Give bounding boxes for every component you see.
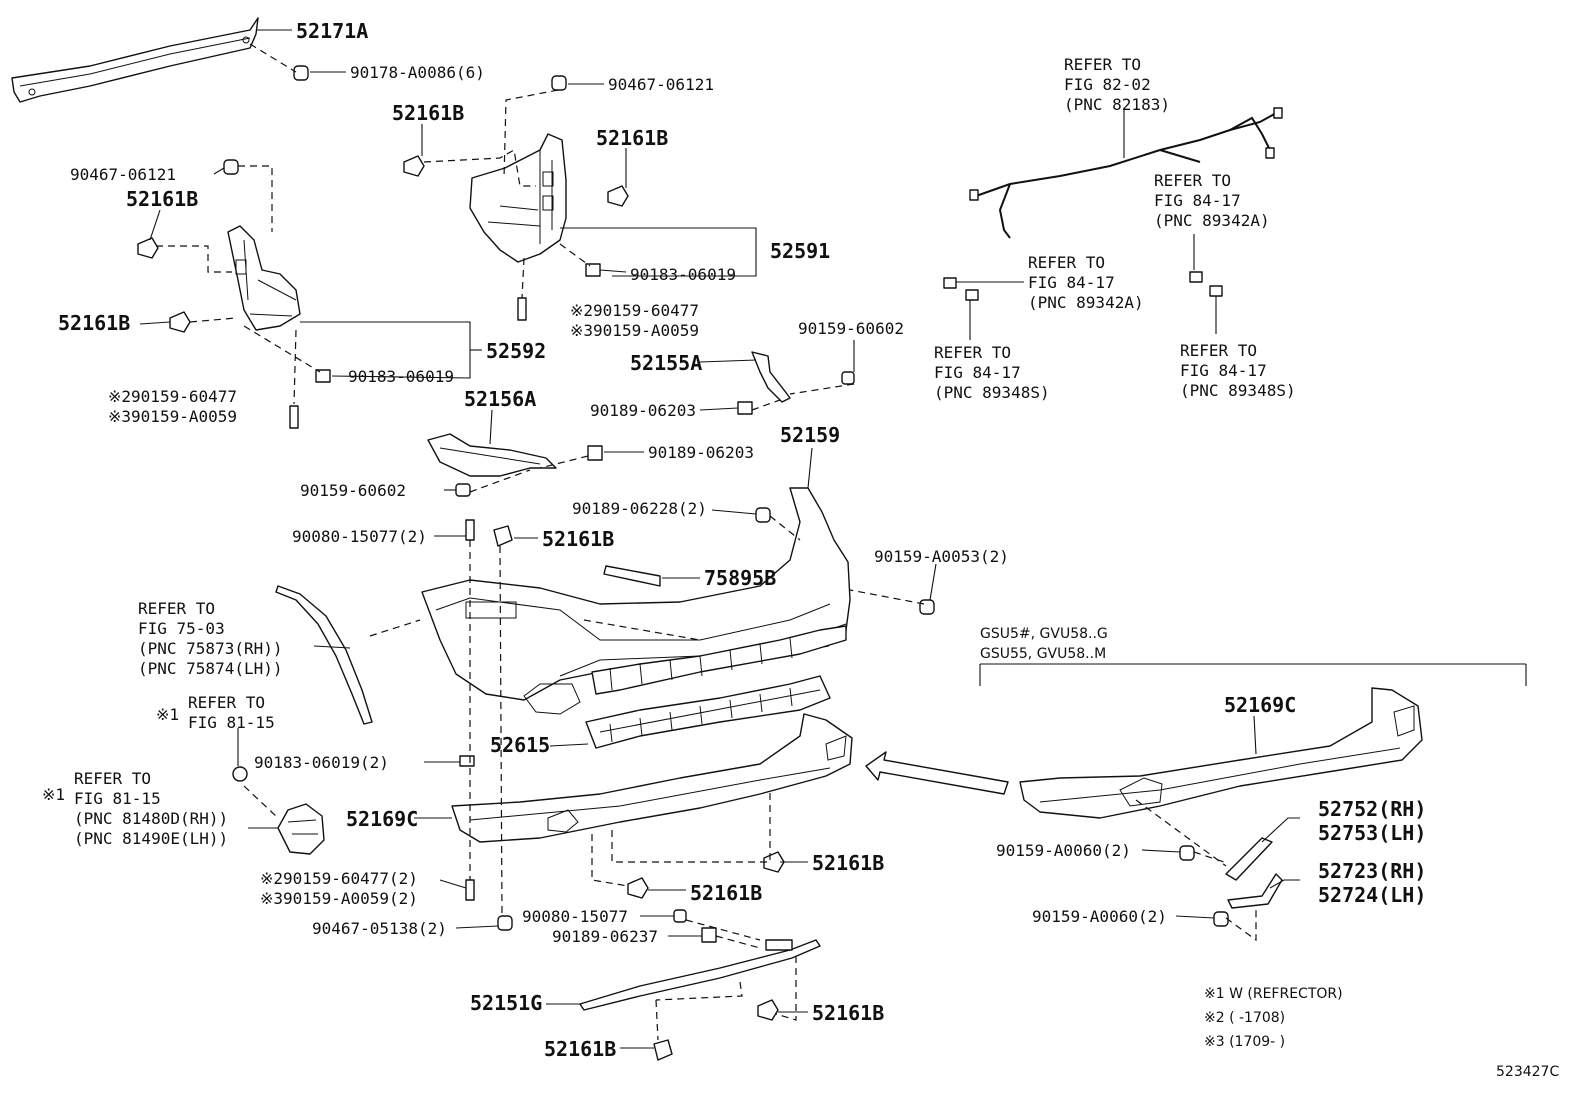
reflector-52723	[1227, 873, 1283, 909]
refer-84-17-89342a-left: REFER TO FIG 84-17 (PNC 89342A)	[1028, 253, 1144, 312]
bumper-moulding-52151g	[579, 939, 821, 1011]
callout-90159-60477-c: ※290159-60477(2)	[260, 869, 418, 888]
callout-52156a: 52156A	[464, 387, 536, 411]
wire-harness	[969, 107, 1283, 239]
callout-90159-60477-b: ※290159-60477	[108, 387, 237, 406]
callout-52161b-d: 52161B	[58, 311, 130, 335]
callout-52723: 52723(RH)	[1318, 859, 1426, 883]
energy-absorber-52615	[585, 625, 847, 749]
refer-75-03: REFER TO FIG 75-03 (PNC 75873(RH)) (PNC …	[138, 599, 292, 678]
callout-52724: 52724(LH)	[1318, 883, 1426, 907]
callout-52592: 52592	[486, 339, 546, 363]
callout-52169c-b: 52169C	[1224, 693, 1296, 717]
callout-52161b-h: 52161B	[812, 1001, 884, 1025]
callout-90178-a0086: 90178-A0086(6)	[350, 63, 485, 82]
callout-90159-60602-b: 90159-60602	[300, 481, 406, 500]
refer-81-15-lamp: REFER TO FIG 81-15 (PNC 81480D(RH)) (PNC…	[74, 769, 238, 848]
callout-90159-a0059-c: ※390159-A0059(2)	[260, 889, 418, 908]
callout-90467-05138: 90467-05138(2)	[312, 919, 447, 938]
direction-arrow	[865, 751, 1009, 795]
callout-75895b: 75895B	[704, 566, 776, 590]
legend-note-2: ※2 ( -1708)	[1204, 1010, 1285, 1026]
callout-52161b-e: 52161B	[542, 527, 614, 551]
legend-note-3: ※3 (1709- )	[1204, 1034, 1285, 1050]
callout-52151g: 52151G	[470, 991, 542, 1015]
callout-90080-15077-b: 90080-15077	[522, 907, 628, 926]
callout-52161b-g: 52161B	[690, 881, 762, 905]
parking-sensor-parts	[943, 271, 1223, 301]
callout-90159-60602-a: 90159-60602	[798, 319, 904, 338]
callout-52161b-c: 52161B	[126, 187, 198, 211]
bumper-tape-75895b	[603, 565, 661, 587]
bumper-side-retainer-52156a	[427, 433, 557, 477]
variant-label-1: GSU5#, GVU58..G	[980, 626, 1108, 642]
lower-bumper-cover-52169c-right	[1019, 687, 1423, 819]
callout-90183-06019-c: 90183-06019(2)	[254, 753, 389, 772]
callout-90159-a0059-b: ※390159-A0059	[108, 407, 237, 426]
refer-84-17-89348s-right: REFER TO FIG 84-17 (PNC 89348S)	[1180, 341, 1296, 400]
callout-90467-06121-left: 90467-06121	[70, 165, 176, 184]
callout-52615: 52615	[490, 733, 550, 757]
refer-81-15-top: REFER TO FIG 81-15	[188, 693, 275, 732]
mark-1-top: ※1	[156, 705, 179, 724]
callout-52161b-f: 52161B	[812, 851, 884, 875]
assembly-lines	[156, 43, 1257, 1041]
callout-52161b-a: 52161B	[392, 101, 464, 125]
bumper-bracket-52592	[227, 225, 301, 331]
callout-90189-06203-b: 90189-06203	[648, 443, 754, 462]
callout-52161b-b: 52161B	[596, 126, 668, 150]
callout-52159: 52159	[780, 423, 840, 447]
refer-82-02: REFER TO FIG 82-02 (PNC 82183)	[1064, 55, 1170, 114]
refer-84-17-89342a-right: REFER TO FIG 84-17 (PNC 89342A)	[1154, 171, 1270, 230]
callout-90189-06228: 90189-06228(2)	[572, 499, 707, 518]
callout-52169c-a: 52169C	[346, 807, 418, 831]
callout-90189-06203-a: 90189-06203	[590, 401, 696, 420]
reinforcement-bar-52171a	[11, 17, 259, 103]
callout-90183-06019-a: 90183-06019	[630, 265, 736, 284]
variant-label-2: GSU55, GVU58..M	[980, 646, 1106, 662]
callout-90159-60477-a: ※290159-60477	[570, 301, 699, 320]
refer-blocks: REFER TO FIG 82-02 (PNC 82183) REFER TO …	[42, 55, 1296, 848]
callout-90159-a0053: 90159-A0053(2)	[874, 547, 1009, 566]
callout-52591: 52591	[770, 239, 830, 263]
bumper-bracket-52591	[469, 133, 567, 263]
mark-1-lamp: ※1	[42, 785, 65, 804]
reflector-52752	[1225, 837, 1273, 881]
callout-90467-06121-top: 90467-06121	[608, 75, 714, 94]
callout-labels: 52171A 90178-A0086(6) 90467-06121 52161B…	[58, 19, 1426, 1061]
callout-90159-a0060-b: 90159-A0060(2)	[1032, 907, 1167, 926]
rear-reflector-lamp	[232, 766, 325, 855]
bumper-side-retainer-52155a	[751, 351, 791, 403]
leader-lines	[139, 29, 1527, 1049]
fasteners	[137, 65, 1229, 1061]
callout-52753: 52753(LH)	[1318, 821, 1426, 845]
callout-90183-06019-b: 90183-06019	[348, 367, 454, 386]
figure-id: 523427C	[1496, 1064, 1559, 1080]
lower-bumper-cover-52169c-left	[451, 713, 853, 843]
callout-52155a: 52155A	[630, 351, 702, 375]
callout-90159-a0059-a: ※390159-A0059	[570, 321, 699, 340]
mudguard-arc	[275, 585, 373, 725]
callout-90159-a0060-a: 90159-A0060(2)	[996, 841, 1131, 860]
callout-90080-15077-a: 90080-15077(2)	[292, 527, 427, 546]
callout-52171a: 52171A	[296, 19, 368, 43]
callout-90189-06237: 90189-06237	[552, 927, 658, 946]
notes: GSU5#, GVU58..G GSU55, GVU58..M ※1 W (RE…	[980, 626, 1559, 1080]
legend-note-1: ※1 W (REFRECTOR)	[1204, 986, 1343, 1002]
callout-52161b-i: 52161B	[544, 1037, 616, 1061]
callout-52752: 52752(RH)	[1318, 797, 1426, 821]
refer-84-17-89348s-left: REFER TO FIG 84-17 (PNC 89348S)	[934, 343, 1050, 402]
